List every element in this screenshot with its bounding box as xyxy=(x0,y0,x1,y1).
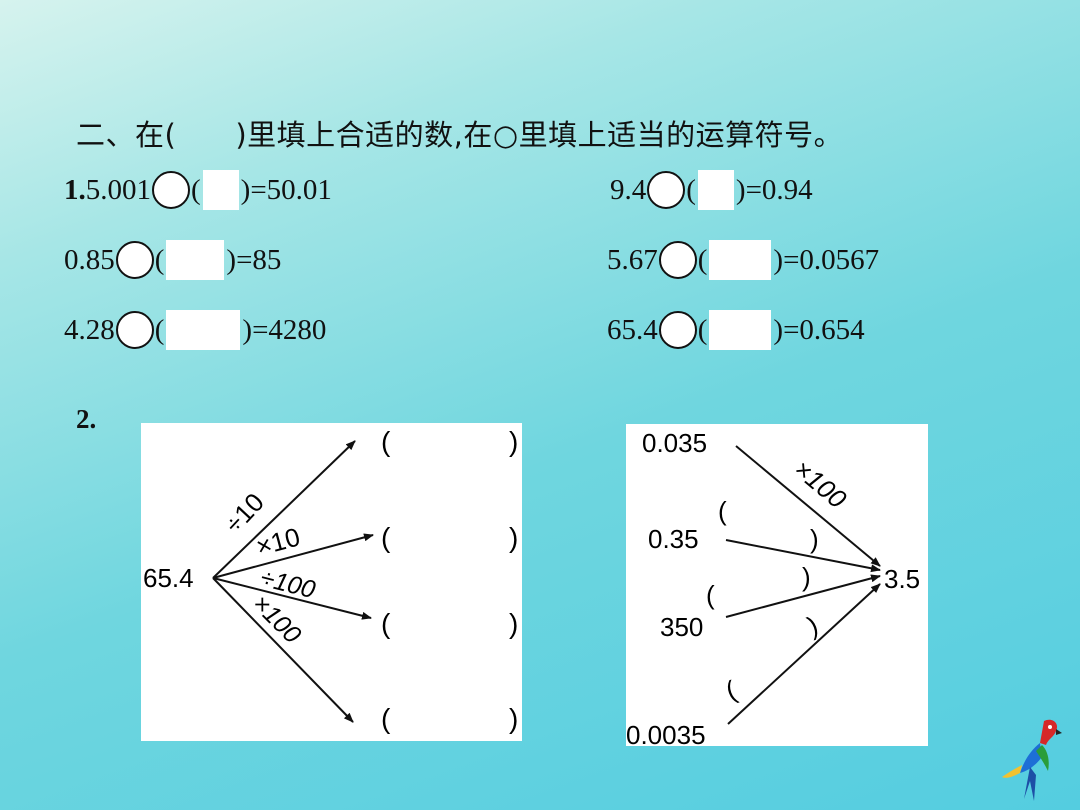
eq-open: ( xyxy=(686,173,696,206)
source-number-3: 350 xyxy=(660,612,703,642)
eq-after: )=85 xyxy=(226,243,282,276)
paren-close: ) xyxy=(802,562,811,592)
eq-open: ( xyxy=(154,243,165,276)
parrot-icon xyxy=(1002,719,1062,801)
eq-after: )=0.654 xyxy=(773,313,865,346)
paren-open: ( xyxy=(381,608,391,639)
operator-circle[interactable] xyxy=(647,171,686,209)
paren-open: ( xyxy=(381,703,391,734)
arrow-2 xyxy=(725,539,881,573)
arrow-3 xyxy=(725,574,881,618)
equation-2-left: 0.85 ( )=85 xyxy=(64,240,281,280)
operator-circle[interactable] xyxy=(115,311,154,349)
paren-open: ( xyxy=(706,580,715,610)
paren-open: ( xyxy=(722,675,741,706)
eq-before: 65.4 xyxy=(607,313,658,346)
paren-close: ) xyxy=(509,608,518,639)
eq-before: 4.28 xyxy=(64,313,115,346)
problem-number-2: 2. xyxy=(76,404,97,434)
eq-after: )=0.0567 xyxy=(773,243,880,276)
paren-open: ( xyxy=(381,522,391,553)
operator-circle[interactable] xyxy=(152,171,190,209)
answer-blank[interactable] xyxy=(166,240,225,280)
equation-1-left: 1. 5.001 ( )=50.01 xyxy=(64,170,332,210)
answer-blank[interactable] xyxy=(709,240,772,280)
eq-before: 5.001 xyxy=(85,173,151,206)
target-number: 3.5 xyxy=(884,564,920,594)
eq-open: ( xyxy=(154,313,165,346)
paren-close: ) xyxy=(804,610,822,641)
eq-before: 0.85 xyxy=(64,243,115,276)
equation-3-left: 4.28 ( )=4280 xyxy=(64,310,326,350)
eq-after: )=50.01 xyxy=(240,173,332,206)
eq-open: ( xyxy=(697,243,708,276)
answer-blank[interactable] xyxy=(709,310,772,350)
operator-circle[interactable] xyxy=(115,241,154,279)
paren-close: ) xyxy=(509,426,518,457)
paren-close: ) xyxy=(509,522,518,553)
paren-close: ) xyxy=(810,524,819,554)
arrow-4 xyxy=(727,583,881,725)
eq-before: 5.67 xyxy=(607,243,658,276)
diagram-right-svg: 0.035 0.35 350 0.0035 3.5 ×100 ( ) ( ) (… xyxy=(626,428,920,750)
equation-3-right: 65.4 ( )=0.654 xyxy=(607,310,865,350)
arrow-4 xyxy=(212,577,354,723)
answer-blank[interactable] xyxy=(697,170,734,210)
op-label-1: ×100 xyxy=(788,454,853,515)
operator-circle[interactable] xyxy=(658,311,697,349)
answer-blank[interactable] xyxy=(202,170,239,210)
diagram-left-svg: 65.4 ÷10 ×10 ÷100 ×100 ( ) ( ) ( ) ( ) xyxy=(143,409,518,741)
eq-after: )=4280 xyxy=(242,313,327,346)
arrow-2 xyxy=(212,533,374,579)
eq-open: ( xyxy=(697,313,708,346)
source-number-4: 0.0035 xyxy=(626,720,706,746)
source-number-2: 0.35 xyxy=(648,524,699,554)
source-number: 65.4 xyxy=(143,563,194,593)
eq-before: 9.4 xyxy=(610,173,647,206)
operator-circle[interactable] xyxy=(658,241,697,279)
eq-open: ( xyxy=(191,173,201,206)
paren-close: ) xyxy=(509,703,518,734)
diagram-left: 65.4 ÷10 ×10 ÷100 ×100 ( ) ( ) ( ) ( ) xyxy=(141,409,522,741)
arrow-1 xyxy=(735,445,881,567)
section-title: 二、在( )里填上合适的数,在○里填上适当的运算符号。 xyxy=(76,118,844,152)
arrow-1 xyxy=(212,440,356,579)
equation-1-right: 9.4 ( )=0.94 xyxy=(610,170,813,210)
answer-blank[interactable] xyxy=(166,310,241,350)
source-number-1: 0.035 xyxy=(642,428,707,458)
problem-number-1: 1. xyxy=(64,173,86,206)
answer-column xyxy=(399,411,501,741)
eq-after: )=0.94 xyxy=(735,173,813,206)
paren-open: ( xyxy=(381,426,391,457)
equation-2-right: 5.67 ( )=0.0567 xyxy=(607,240,879,280)
diagram-right: 0.035 0.35 350 0.0035 3.5 ×100 ( ) ( ) (… xyxy=(626,424,928,750)
arrow-3 xyxy=(212,577,372,620)
paren-open: ( xyxy=(718,496,727,526)
